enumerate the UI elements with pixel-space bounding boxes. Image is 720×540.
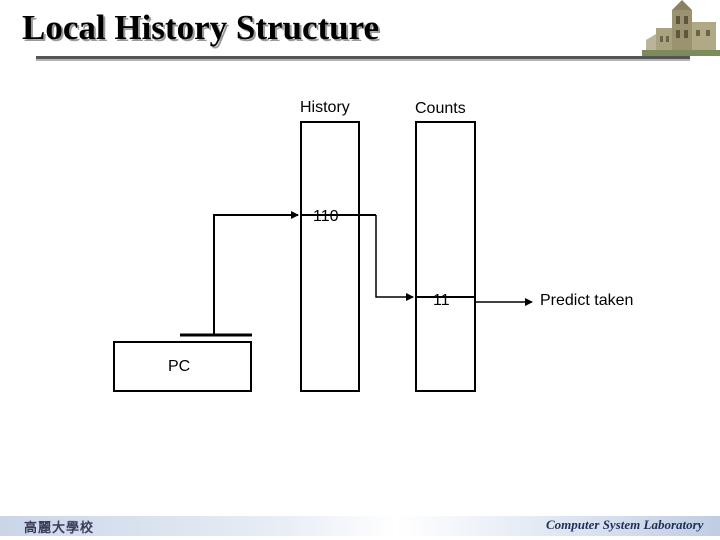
history-to-counts-arrow: [375, 215, 414, 301]
history-entry-value: 110: [313, 208, 339, 225]
pc-to-history-arrow: [213, 211, 299, 335]
pc-register: [113, 341, 252, 392]
pc-label: PC: [168, 358, 191, 375]
history-table: [300, 121, 360, 392]
slide-title: Local History Structure: [22, 8, 380, 47]
history-column-label: History: [300, 99, 350, 116]
lab-name: Computer System Laboratory: [546, 517, 704, 532]
footer-bar: [0, 516, 720, 536]
university-name: 高麗大學校: [24, 521, 95, 536]
counts-column-label: Counts: [415, 100, 466, 117]
counts-table: [415, 121, 476, 392]
title-underline: [36, 56, 690, 59]
counts-entry-value: 11: [433, 292, 450, 309]
university-building-logo: [642, 0, 720, 56]
prediction-text: Predict taken: [540, 292, 634, 309]
